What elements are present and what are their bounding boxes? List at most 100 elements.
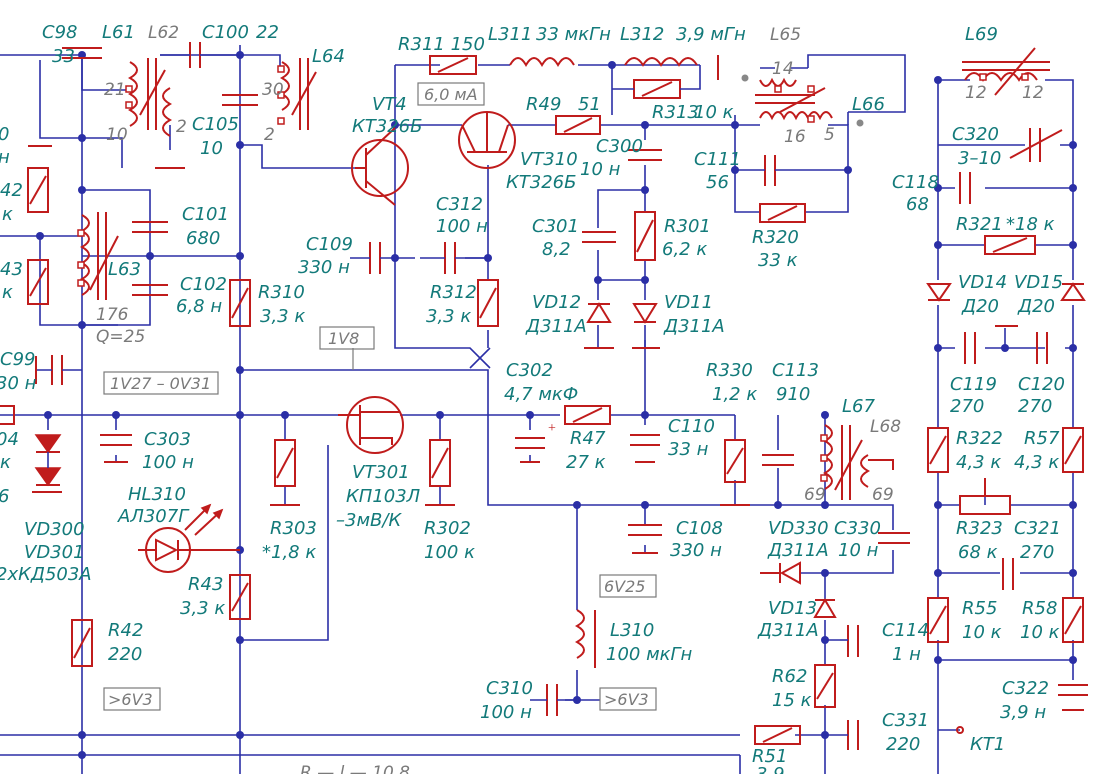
res-R55 <box>927 597 949 643</box>
value-R322: 4,3 к <box>956 452 1001 473</box>
cap-C119 <box>964 332 976 364</box>
voltage-tags: 6,0 мА 1V8 1V27 – 0V31 6V25 >6V3 >6V3 <box>103 82 657 711</box>
value-C99: 30 н <box>0 373 37 394</box>
label-R312: R312 <box>430 282 477 303</box>
value-C301: 8,2 <box>542 239 571 260</box>
label-C331: C331 <box>882 710 929 731</box>
label-R301: R301 <box>664 216 711 237</box>
cap-C320 <box>1009 128 1063 162</box>
label-C303: C303 <box>144 429 191 450</box>
value-VD13: Д311А <box>757 620 819 641</box>
cap-C312 <box>420 242 488 274</box>
led-HL310 <box>138 503 240 573</box>
label-C98: C98 <box>42 22 77 43</box>
res-R322 <box>927 427 949 473</box>
label-R47: R47 <box>570 428 606 449</box>
edge-bottom: R — l — 10 8 <box>300 763 410 774</box>
res-R47 <box>564 405 611 425</box>
value-C113: 910 <box>776 384 810 405</box>
junctions <box>36 51 1077 759</box>
label-R43: R43 <box>188 574 223 595</box>
wind-l61-b: 10 <box>106 125 128 145</box>
wind-l61-a: 21 <box>104 80 126 100</box>
cap-C105 <box>222 94 258 106</box>
cap-C120 <box>995 325 1048 364</box>
value-VD330: Д311А <box>767 540 829 561</box>
res-R57 <box>1062 427 1084 473</box>
test-point-kt1 <box>956 726 964 734</box>
edge-0: 0 <box>0 124 9 145</box>
wind-l63-q: Q=25 <box>96 327 145 347</box>
edge-6: 6 <box>0 486 9 507</box>
diode-VD15 <box>1060 282 1086 301</box>
diode-VD330 <box>760 561 801 585</box>
cap-C98 <box>62 47 102 59</box>
value-R320: 33 к <box>758 250 798 271</box>
label-C109: C109 <box>306 234 353 255</box>
edge-42: 42 <box>0 180 23 201</box>
value-C330: 10 н <box>838 540 879 561</box>
res-R312 <box>477 279 499 327</box>
wind-l66-b: 5 <box>824 125 835 145</box>
label-R330: R330 <box>706 360 753 381</box>
label-C100: C100 <box>202 22 249 43</box>
diode-VD300 <box>34 434 62 487</box>
value-R312: 3,3 к <box>426 306 471 327</box>
cap-C110 <box>630 434 660 463</box>
diode-VD11 <box>632 303 658 324</box>
label-VD14: VD14 <box>958 272 1007 293</box>
value-R58: 10 к <box>1020 622 1060 643</box>
type-VT310: КТ326Б <box>506 172 576 193</box>
res-R62 <box>814 664 836 708</box>
wind-l69-a: 12 <box>965 83 987 103</box>
wind-l64-a: 30 <box>262 80 284 100</box>
label-L311: L311 <box>488 24 532 45</box>
label-C320: C320 <box>952 124 999 145</box>
wind-l66-a: 16 <box>784 127 806 147</box>
diode-VD14 <box>926 283 952 302</box>
label-R57: R57 <box>1024 428 1060 449</box>
value-R51: 3,9 <box>756 764 785 774</box>
res-R313 <box>612 65 701 99</box>
label-VD13: VD13 <box>768 598 817 619</box>
value-L312: 3,9 мГн <box>676 24 746 45</box>
label-R49: R49 <box>526 94 561 115</box>
label-C321: C321 <box>1014 518 1061 539</box>
res-left-edge <box>0 405 15 425</box>
value-C108: 330 н <box>670 540 722 561</box>
label-C108: C108 <box>676 518 723 539</box>
tag-1v27: 1V27 – 0V31 <box>110 374 211 393</box>
value-C321: 270 <box>1020 542 1054 563</box>
diode-VD12 <box>586 302 612 323</box>
value-C110: 33 н <box>668 439 709 460</box>
label-C102: C102 <box>180 274 227 295</box>
cap-C111 <box>752 155 790 186</box>
label-C312: C312 <box>436 194 483 215</box>
res-R43 <box>229 574 251 620</box>
tag-6-0mA: 6,0 мА <box>424 85 478 104</box>
tag-6v3-a: >6V3 <box>108 690 153 709</box>
value-C118: 68 <box>906 194 929 215</box>
tr-VT310 <box>458 111 516 169</box>
cap-C331 <box>825 720 859 750</box>
cap-C109 <box>350 242 395 274</box>
res-R311 <box>429 55 477 75</box>
value-R42: 220 <box>108 644 142 665</box>
tag-6v25: 6V25 <box>604 577 645 596</box>
value-VD15: Д20 <box>1017 296 1055 317</box>
plus-sign: + <box>548 421 556 436</box>
wind-l67-a: 69 <box>804 485 826 505</box>
value-R323: 68 к <box>958 542 998 563</box>
parts: + <box>0 42 1088 750</box>
label-HL310: HL310 <box>128 484 186 505</box>
cap-C330 <box>878 532 910 544</box>
label-KT1: КТ1 <box>970 734 1005 755</box>
label-L310: L310 <box>610 620 654 641</box>
cap-C114 <box>840 625 859 657</box>
stub-7 <box>32 491 750 506</box>
label-L62: L62 <box>148 23 179 43</box>
label-C113: C113 <box>772 360 819 381</box>
label-C105: C105 <box>192 114 239 135</box>
res-R330 <box>724 439 746 483</box>
